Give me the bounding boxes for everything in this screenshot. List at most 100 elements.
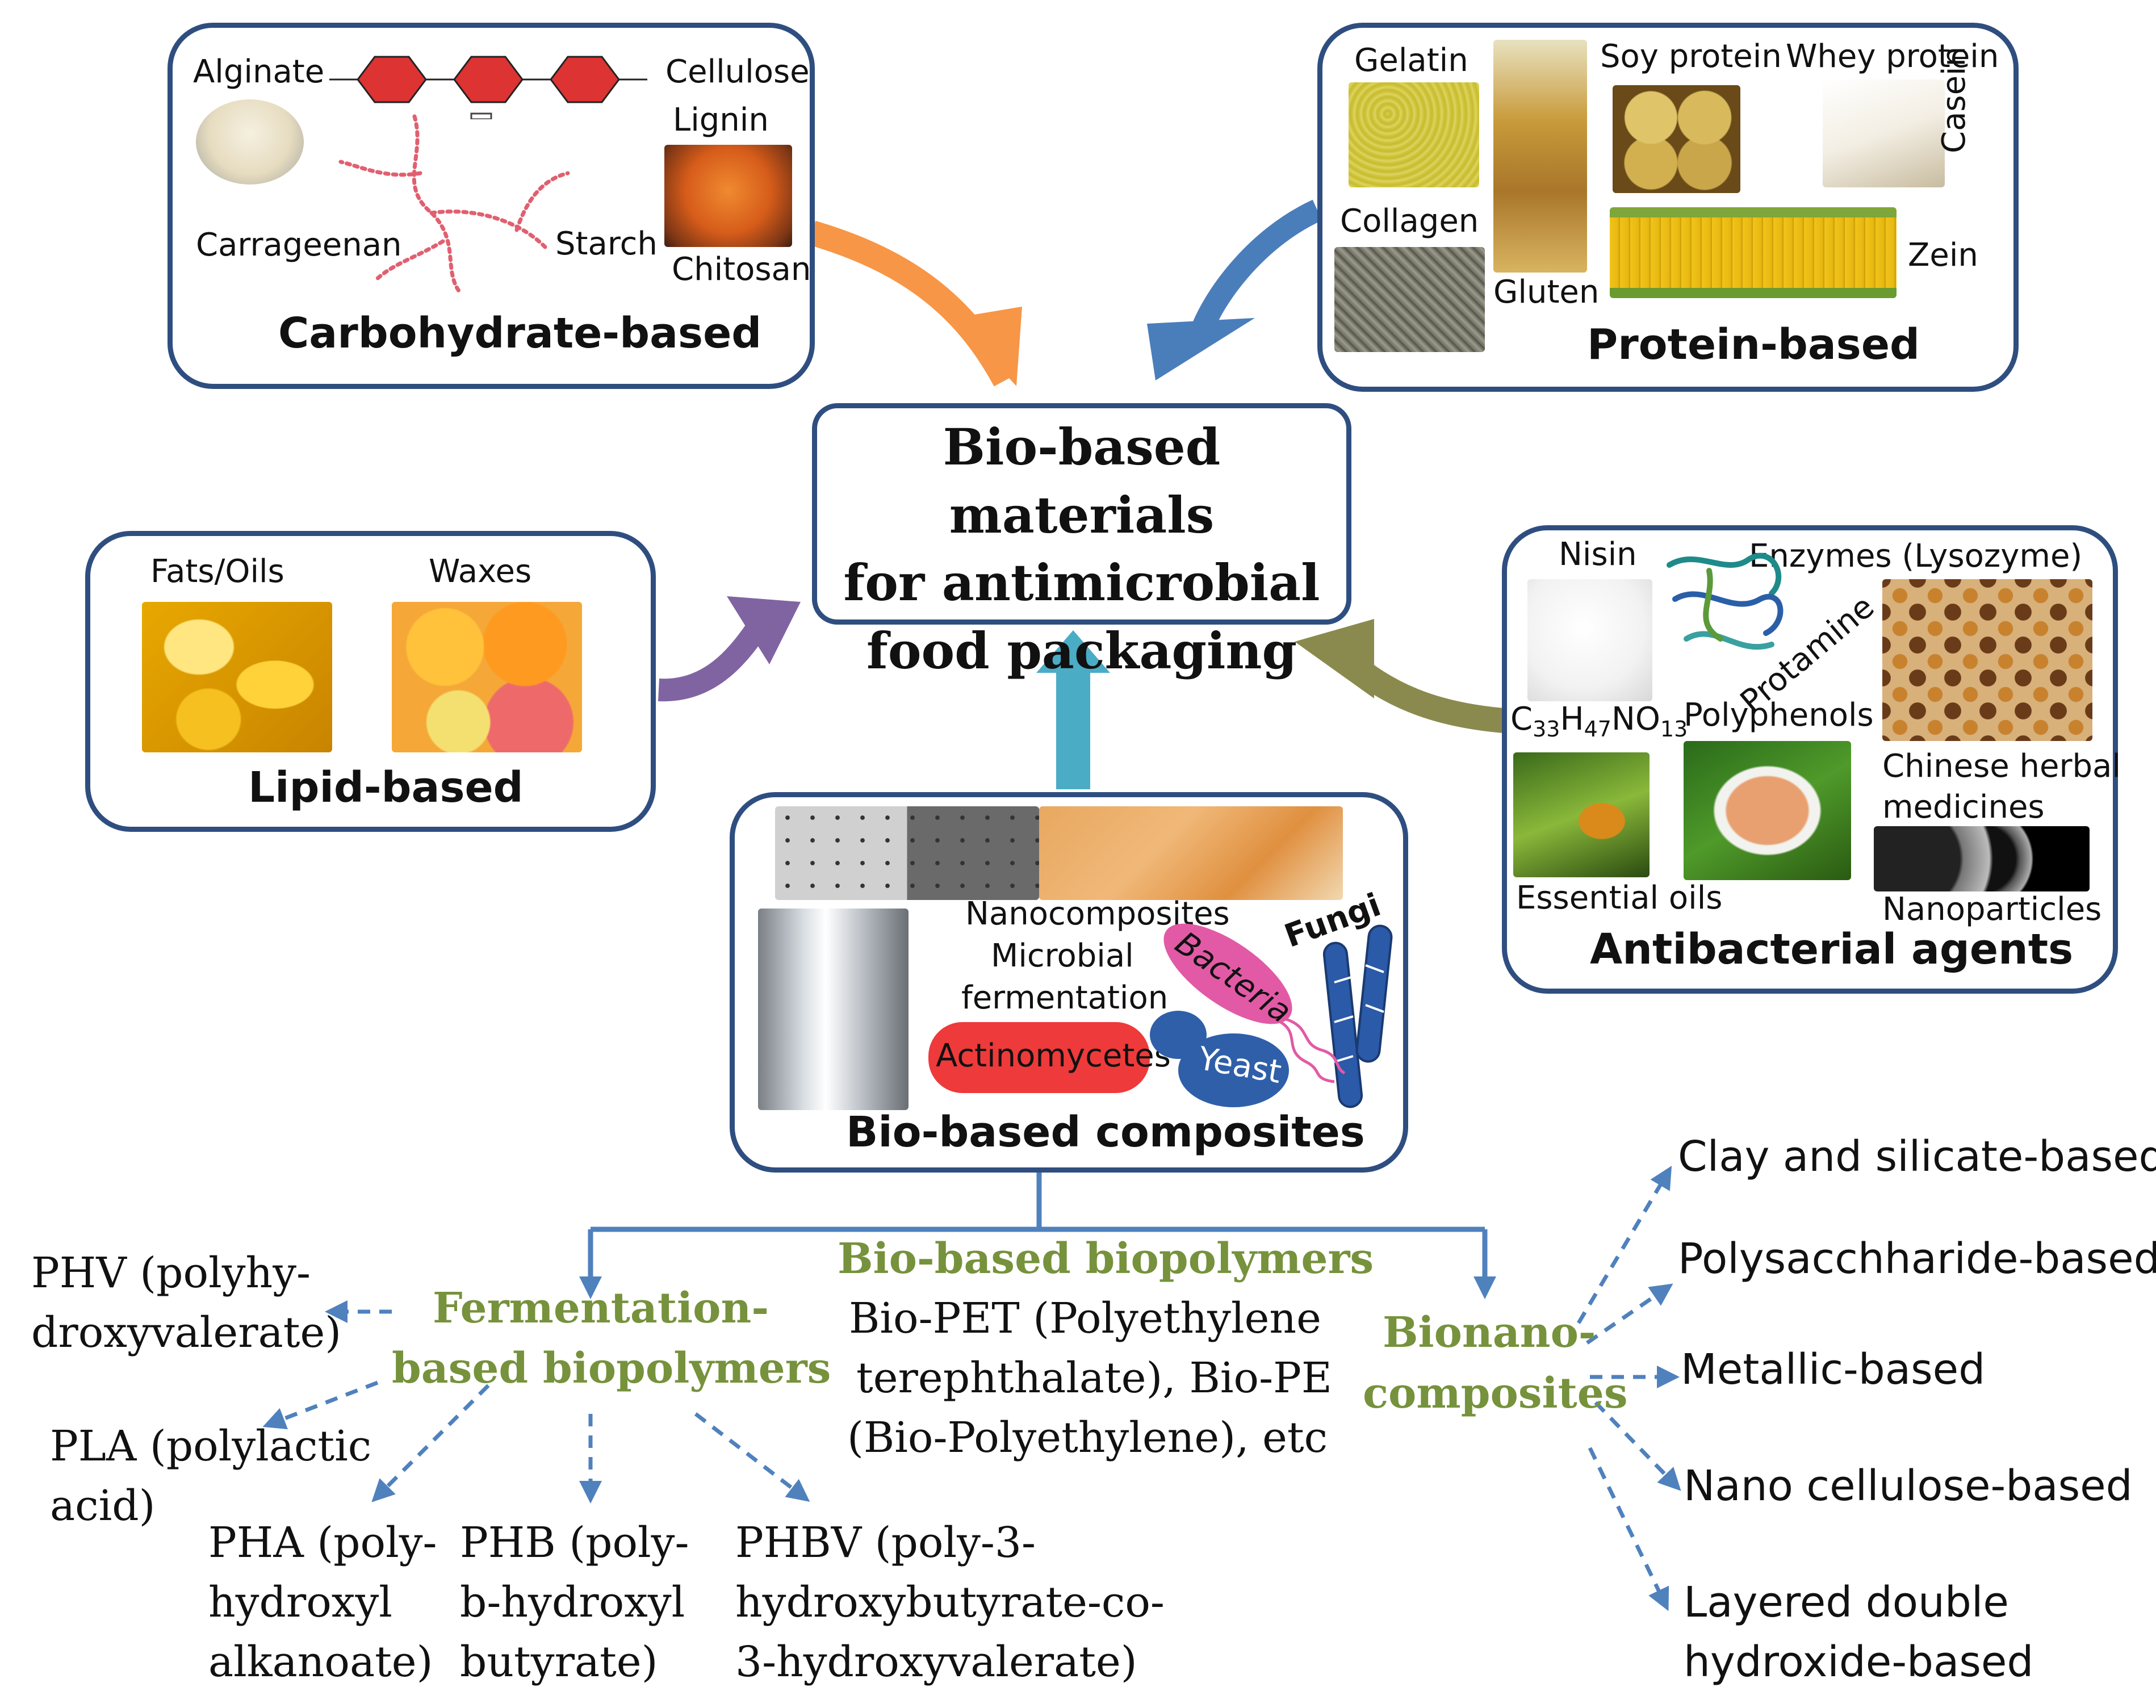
bionano-dashed-arrows bbox=[1576, 1166, 1681, 1611]
lipid-arrowhead bbox=[727, 596, 801, 664]
alginate-image bbox=[196, 99, 304, 185]
nisin-powder-image bbox=[1527, 579, 1652, 701]
center-title-line2: for antimicrobial bbox=[843, 553, 1320, 613]
nanocomposite-film-samples bbox=[1039, 806, 1343, 900]
gelatin-image bbox=[1349, 82, 1479, 187]
formula-c-sub: 33 bbox=[1533, 717, 1560, 742]
microbial-label-1: Microbial bbox=[991, 937, 1134, 974]
gelatin-label: Gelatin bbox=[1354, 42, 1468, 79]
gluten-label: Gluten bbox=[1493, 274, 1600, 311]
casein-label: Casein bbox=[1936, 46, 1973, 153]
fungi-hyphae-image bbox=[1322, 924, 1393, 1108]
protein-arrowhead bbox=[1147, 318, 1255, 380]
ldh-label-2: hydroxide-based bbox=[1684, 1638, 2034, 1686]
zein-label: Zein bbox=[1908, 237, 1978, 274]
phbv-label-3: 3-hydroxyvalerate) bbox=[735, 1638, 1137, 1686]
nanoparticles-image bbox=[1874, 826, 2090, 891]
phbv-label-2: hydroxybutyrate-co- bbox=[735, 1578, 1165, 1627]
carbohydrate-arrow bbox=[808, 220, 1016, 387]
soy-protein-image bbox=[1613, 85, 1740, 193]
actinomycetes-label: Actinomycetes bbox=[936, 1037, 1171, 1074]
glucose-chain-image bbox=[329, 56, 647, 119]
clay-silicate-label: Clay and silicate-based bbox=[1678, 1132, 2156, 1181]
center-title-line3: food packaging bbox=[866, 621, 1297, 681]
phb-label-1: PHB (poly- bbox=[460, 1518, 689, 1567]
pha-label-3: alkanoate) bbox=[208, 1638, 433, 1686]
starch-label: Starch bbox=[555, 225, 658, 262]
antibacterial-arrowhead bbox=[1295, 619, 1374, 698]
formula-h: H bbox=[1560, 701, 1584, 738]
composites-arrow-shaft bbox=[1056, 670, 1090, 789]
collagen-label: Collagen bbox=[1340, 203, 1479, 240]
nanocomposite-micrographs bbox=[775, 806, 1039, 900]
pla-label-1: PLA (polylactic bbox=[50, 1422, 372, 1471]
center-title: Bio-based materials for antimicrobial fo… bbox=[812, 413, 1351, 685]
phb-label-3: butyrate) bbox=[460, 1638, 658, 1686]
phb-label-2: b-hydroxyl bbox=[460, 1578, 685, 1627]
composites-title: Bio-based composites bbox=[846, 1108, 1365, 1157]
carbohydrate-title: Carbohydrate-based bbox=[278, 309, 762, 358]
biopolymers-line-1: Bio-PET (Polyethylene bbox=[849, 1294, 1321, 1343]
enzymes-label: Enzymes (Lysozyme) bbox=[1749, 538, 2083, 575]
phbv-label-1: PHBV (poly-3- bbox=[735, 1518, 1036, 1567]
whey-protein-label: Whey protein bbox=[1786, 38, 1999, 75]
formula-c: C bbox=[1510, 701, 1533, 738]
lipid-title: Lipid-based bbox=[248, 763, 524, 812]
biopolymers-title: Bio-based biopolymers bbox=[838, 1234, 1374, 1283]
waxes-citrus-image bbox=[392, 602, 582, 752]
metallic-label: Metallic-based bbox=[1681, 1345, 1986, 1394]
actinomycetes-shape bbox=[928, 1022, 1150, 1093]
chitosan-label: Chitosan bbox=[672, 251, 811, 288]
chinese-herbal-image bbox=[1882, 579, 2092, 741]
chinese-herbal-label-1: Chinese herbal bbox=[1882, 748, 2121, 785]
fermentation-dashed-arrows bbox=[262, 1300, 810, 1504]
yeast-shape-large bbox=[1178, 1033, 1289, 1107]
essential-oils-label: Essential oils bbox=[1516, 880, 1723, 916]
formula-h-sub: 47 bbox=[1584, 717, 1611, 742]
pha-label-1: PHA (poly- bbox=[208, 1518, 437, 1567]
polyphenols-powder-image bbox=[1684, 741, 1851, 880]
bacteria-flagella bbox=[1279, 1018, 1346, 1083]
whey-milk-image bbox=[1823, 79, 1945, 187]
polyphenols-label: Polyphenols bbox=[1684, 697, 1874, 734]
waxes-label: Waxes bbox=[429, 553, 532, 590]
antibacterial-title: Antibacterial agents bbox=[1590, 925, 2074, 974]
ldh-label-1: Layered double bbox=[1684, 1578, 2009, 1627]
bionano-title-1: Bionano- bbox=[1383, 1308, 1596, 1357]
protein-title: Protein-based bbox=[1587, 320, 1920, 369]
nano-cellulose-label: Nano cellulose-based bbox=[1684, 1462, 2133, 1510]
essential-oils-image bbox=[1513, 752, 1650, 877]
bionano-title-2: composites bbox=[1363, 1369, 1628, 1418]
formula-no-sub: 13 bbox=[1660, 717, 1688, 742]
fermentation-title-1: Fermentation- bbox=[433, 1284, 769, 1333]
alginate-label: Alginate bbox=[193, 53, 325, 90]
zein-corn-image bbox=[1610, 207, 1897, 298]
pla-label-2: acid) bbox=[50, 1481, 156, 1530]
composites-arrowhead bbox=[1036, 630, 1110, 673]
tree-connectors bbox=[579, 1173, 1496, 1299]
nanoparticles-label: Nanoparticles bbox=[1882, 891, 2102, 928]
biopolymers-line-2: terephthalate), Bio-PE bbox=[856, 1354, 1332, 1403]
pha-label-2: hydroxyl bbox=[208, 1578, 392, 1627]
fats-oils-label: Fats/Oils bbox=[150, 553, 284, 590]
fermentation-title-2: based biopolymers bbox=[392, 1344, 831, 1393]
formula-no: NO bbox=[1611, 701, 1660, 738]
chinese-herbal-label-2: medicines bbox=[1882, 789, 2045, 826]
center-title-line1: Bio-based materials bbox=[943, 417, 1221, 545]
polysaccharide-label: Polysacchharide-based bbox=[1678, 1234, 2156, 1283]
cellulose-label: Cellulose bbox=[665, 53, 810, 90]
phv-label-1: PHV (polyhy- bbox=[31, 1249, 311, 1297]
lysozyme-protein-image bbox=[1667, 552, 1784, 650]
collagen-image bbox=[1334, 247, 1485, 352]
formula-label: C33H47NO13 bbox=[1510, 701, 1688, 742]
lignin-label: Lignin bbox=[673, 102, 769, 139]
fermentation-tank-image bbox=[758, 909, 909, 1110]
nisin-label: Nisin bbox=[1559, 536, 1637, 573]
fats-oils-image bbox=[142, 602, 332, 752]
carrageenan-label: Carrageenan bbox=[196, 227, 402, 263]
chitosan-crab-image bbox=[664, 145, 792, 247]
microbial-label-2: fermentation bbox=[961, 979, 1169, 1016]
soy-protein-label: Soy protein bbox=[1600, 38, 1782, 75]
phv-label-2: droxyvalerate) bbox=[31, 1308, 342, 1357]
